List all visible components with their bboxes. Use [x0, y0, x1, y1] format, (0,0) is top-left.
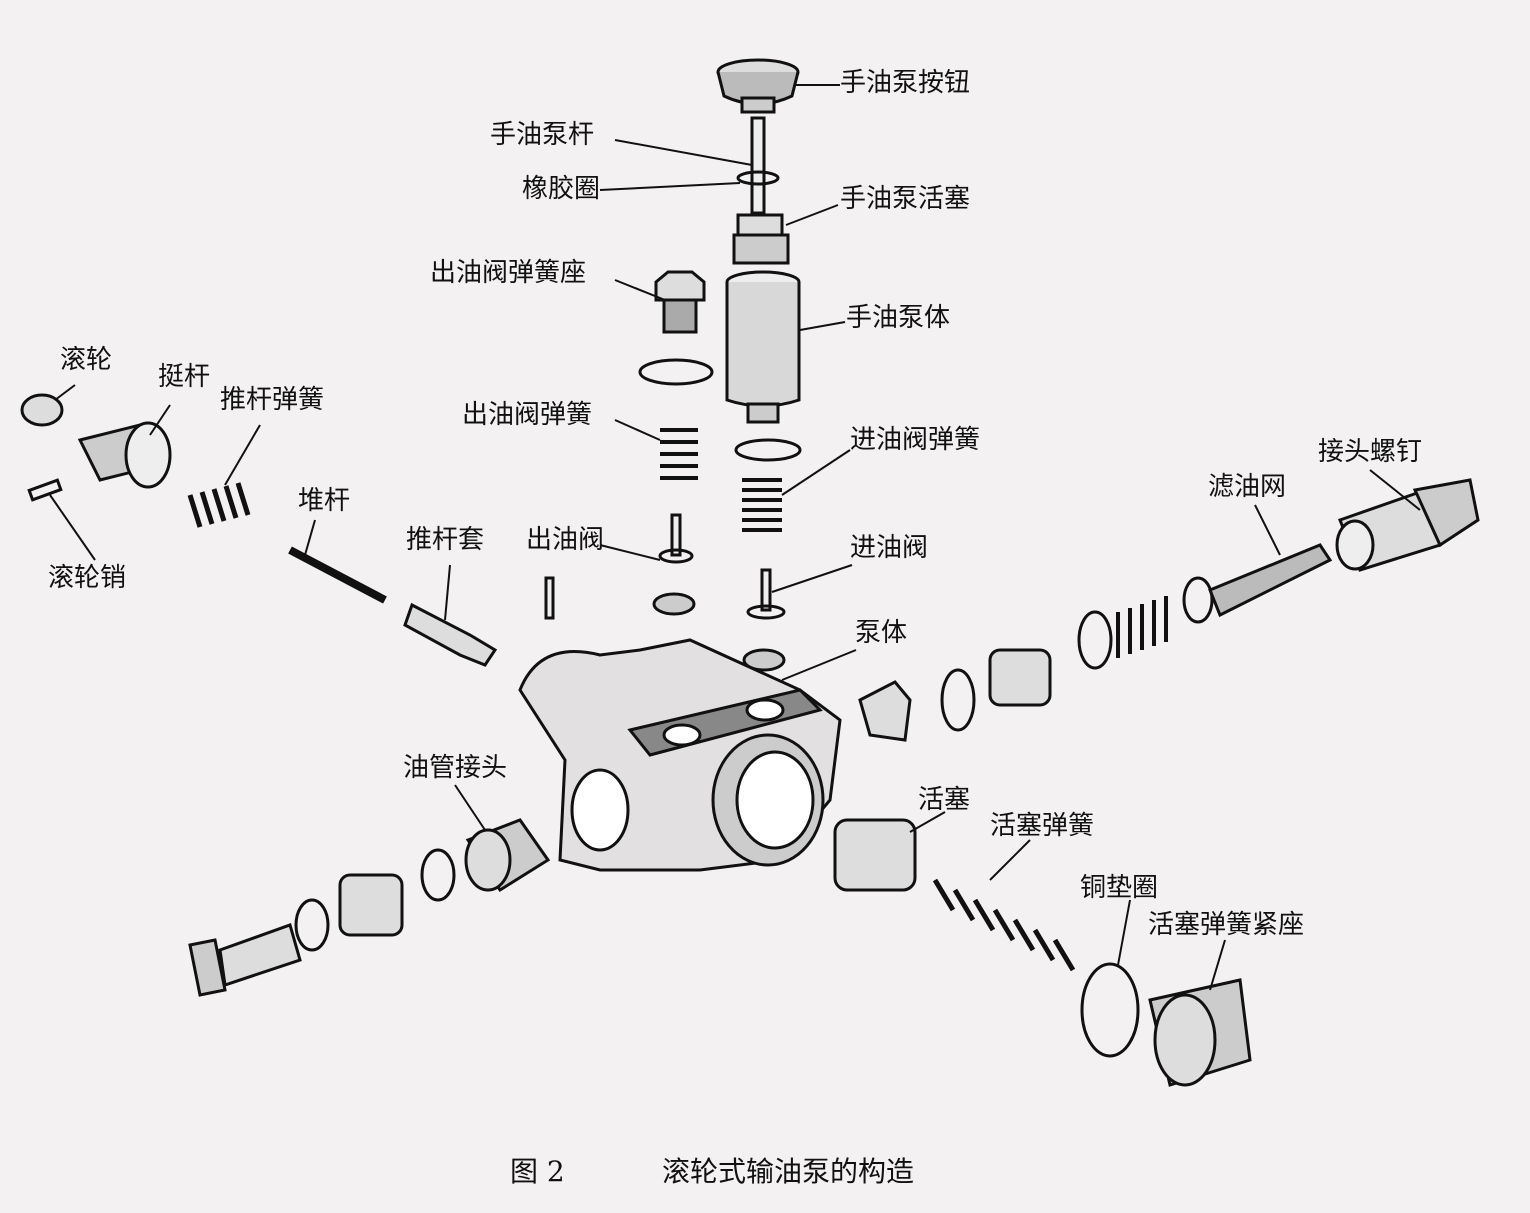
leader-lines: [49, 84, 1421, 991]
copper-washer-part: [1080, 962, 1140, 1058]
washer-part: [734, 438, 802, 462]
inlet-valve-part: [760, 568, 772, 612]
push-rod-part: [288, 546, 387, 604]
hand-pump-piston-part: [732, 213, 790, 265]
tappet-part: [77, 421, 172, 489]
hand-pump-rod-part: [736, 116, 780, 215]
roller-pin-part: [27, 478, 63, 502]
label-inlet-valve: 进油阀: [850, 533, 929, 563]
label-push-rod-spring: 推杆弹簧: [220, 385, 325, 415]
label-hand-pump-piston: 手油泵活塞: [840, 184, 971, 214]
label-oil-pipe-joint: 油管接头: [403, 753, 508, 783]
oil-pipe-joint-part: [464, 818, 551, 893]
label-tappet: 挺杆: [158, 362, 211, 392]
plug-part: [858, 680, 912, 742]
label-pump-body: 泵体: [855, 618, 908, 648]
label-oil-filter-screen: 滤油网: [1208, 472, 1287, 502]
label-piston-spring-seat: 活塞弹簧紧座: [1148, 910, 1305, 940]
label-outlet-valve-spring-seat: 出油阀弹簧座: [430, 258, 587, 288]
outlet-valve-spring-part: [660, 428, 698, 480]
piston-spring-seat-part: [1148, 978, 1252, 1087]
label-outlet-valve-spring: 出油阀弹簧: [462, 400, 593, 430]
label-push-rod: 堆杆: [298, 486, 351, 516]
label-joint-screw: 接头螺钉: [1318, 437, 1423, 467]
outlet-valve-part: [670, 513, 682, 557]
label-push-rod-sleeve: 推杆套: [406, 525, 485, 555]
push-rod-spring-part: [187, 482, 251, 528]
label-roller-pin: 滚轮销: [48, 563, 127, 593]
piston-part: [833, 818, 917, 892]
banjo-bolt-part: [188, 923, 302, 997]
pump-body-part: [518, 638, 842, 872]
inlet-valve-spring-part: [742, 478, 782, 532]
label-roller: 滚轮: [60, 345, 113, 375]
hand-pump-button-part: [716, 58, 800, 114]
outlet-valve-spring-seat-part: [654, 270, 706, 334]
label-piston: 活塞: [918, 785, 971, 815]
label-hand-pump-button: 手油泵按钮: [840, 68, 971, 98]
label-inlet-valve-spring: 进油阀弹簧: [850, 425, 981, 455]
label-rubber-ring: 橡胶圈: [522, 174, 601, 204]
figure-number: 图 2: [510, 1155, 565, 1188]
push-rod-sleeve-part: [403, 602, 498, 667]
label-piston-spring: 活塞弹簧: [990, 811, 1095, 841]
label-copper-washer: 铜垫圈: [1080, 873, 1159, 903]
piston-spring-part: [932, 878, 1076, 972]
hand-pump-body-part: [725, 270, 801, 424]
roller-part: [20, 393, 64, 427]
filter-screen-part: [1208, 543, 1333, 618]
label-hand-pump-rod: 手油泵杆: [490, 120, 595, 150]
label-hand-pump-body: 手油泵体: [846, 303, 951, 333]
label-outlet-valve: 出油阀: [526, 525, 605, 555]
figure-caption: 滚轮式输油泵的构造: [662, 1155, 915, 1188]
joint-screw-part: [1335, 478, 1480, 572]
